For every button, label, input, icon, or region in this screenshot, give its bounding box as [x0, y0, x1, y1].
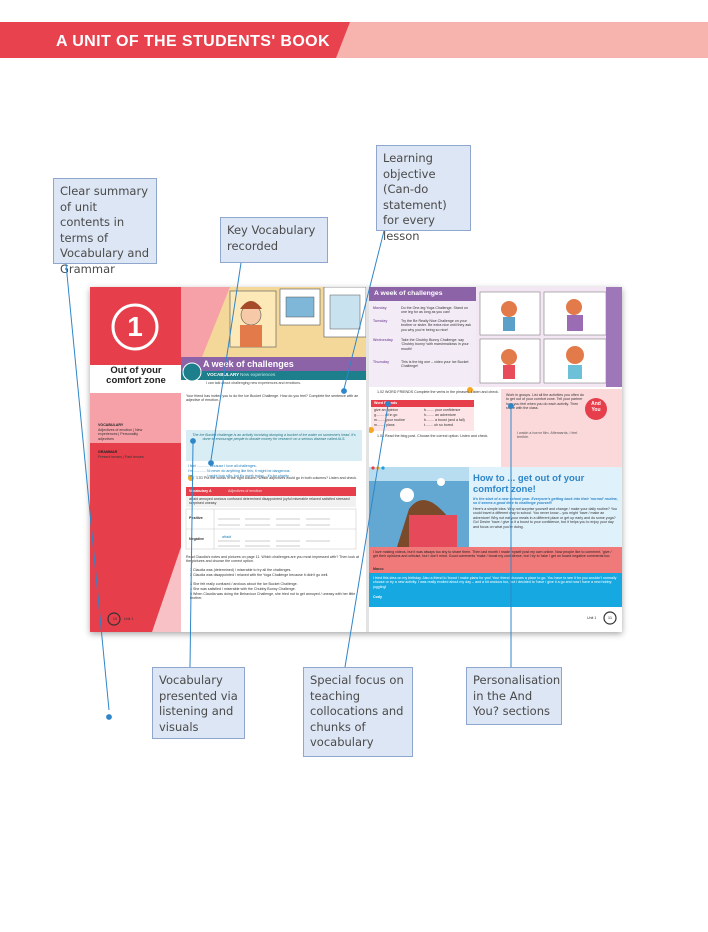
callout-personalisation: Personalisation in the And You? sections: [466, 667, 562, 725]
header-banner: A UNIT OF THE STUDENTS' BOOK: [0, 0, 708, 68]
exercise-1: Your friend has invited you to do the Ic…: [186, 394, 359, 403]
vocab-box-subheading: Adjectives of emotion: [228, 489, 263, 493]
word-friends-item-6: b........ a boost (and a fall): [424, 418, 465, 422]
week-day-2: Tuesday: [373, 319, 388, 323]
exercise-3-item-4: 4 She was satisfied / miserable with the…: [190, 587, 296, 591]
exercise-3: Read Claudia's notes and pictures on pag…: [186, 555, 359, 564]
callout-key-vocabulary: Key Vocabulary recorded: [220, 217, 328, 263]
page-number-left: 10: [112, 616, 118, 621]
week-text-3: Take the Chubby Bunny Challenge: say 'Ch…: [401, 338, 469, 351]
word-friends-item-8: t........ oh so bored: [424, 423, 453, 427]
exercise-1-line-1: I feel ............ because I love all c…: [188, 464, 257, 468]
vocab-box-words: afraid annoyed anxious confused determin…: [189, 497, 350, 506]
week-text-4: This is the big one – video your Ice Buc…: [401, 360, 469, 369]
callout-collocations: Special focus on teaching collocations a…: [303, 667, 413, 757]
exercise-3-item-1: 1 Claudia was (determined) / miserable t…: [190, 568, 292, 572]
blog-body: Here's a simple idea. Why not surprise y…: [473, 507, 617, 529]
exercise-4: 1.02 WORD FRIENDS Complete the verbs in …: [377, 390, 499, 394]
word-friends-item-1: give an opinion: [374, 408, 399, 412]
negative-example: afraid: [222, 535, 231, 539]
footer-left: Unit 1: [124, 617, 134, 621]
exercise-5: 1.03 Read the blog post. Choose the corr…: [377, 434, 489, 438]
book-spread: 1 Out of your comfort zone VOCABULARY Ad…: [90, 287, 622, 632]
unit-vocab-items: Adjectives of emotion | New experiences …: [98, 428, 143, 441]
blog-intro: It's the start of a new school year. Eve…: [473, 497, 618, 506]
callout-learning-objective: Learning objective (Can-do statement) fo…: [376, 145, 471, 243]
word-friends-item-3: g........ oil in go: [374, 413, 398, 417]
lesson-objective: I can talk about challenging new experie…: [206, 381, 302, 385]
unit-grammar-heading: GRAMMAR: [98, 450, 118, 454]
week-text-2: Try the Be Really Nice Challenge on your…: [401, 319, 471, 332]
week-day-1: Monday: [373, 306, 387, 310]
blog-title: How to ... get out of your comfort zone!: [473, 473, 585, 495]
callout-unit-summary: Clear summary of unit contents in terms …: [53, 178, 157, 276]
week-text-1: Do the One-leg Yoga Challenge. Stand on …: [401, 306, 468, 315]
exercise-2: 1.01 Put the words in the right column. …: [196, 476, 358, 480]
left-page-art: [90, 287, 366, 632]
lesson-tag: VOCABULARY: [207, 372, 240, 377]
blog-comment-2-author: Cody: [373, 595, 382, 599]
blog-comment-1: I love making videos, but it was always …: [373, 550, 612, 559]
left-page: 1 Out of your comfort zone VOCABULARY Ad…: [90, 287, 366, 632]
exercise-3-item-5: 5 When Claudia was doing the Behaviour C…: [190, 592, 356, 601]
word-friends-item-4: h........ an adventure: [424, 413, 456, 417]
footer-right: Unit 1: [587, 616, 597, 620]
positive-label: Positive: [189, 516, 203, 520]
banner-shape: [0, 22, 708, 58]
lesson-tag-topic: New experiences: [240, 372, 276, 377]
right-page-art: [369, 287, 622, 632]
negative-label: Negative: [189, 537, 204, 541]
week-day-3: Wednesday: [373, 338, 393, 342]
right-page: A week of challenges Monday Do the One-l…: [369, 287, 622, 632]
exercise-1-line-2: I'm ............ I'd never do anything l…: [188, 469, 291, 473]
page-gutter: [366, 287, 369, 632]
page-number-right: 11: [607, 615, 613, 620]
word-friends-item-2: b........ your confidence: [424, 408, 461, 412]
exercise-1-line-3: I'm ............ I might look silly, but…: [188, 474, 290, 478]
unit-title: Out of your comfort zone: [106, 365, 166, 386]
word-friends-item-5: m........ your routine: [374, 418, 405, 422]
week-day-4: Thursday: [373, 360, 390, 364]
and-you-badge: And You: [591, 401, 601, 413]
blog-comment-2: I tried this idea on my birthday. Also a…: [373, 576, 617, 589]
lesson-title: A week of challenges: [203, 359, 294, 369]
unit-grammar-items: Present tenses | Past tenses: [98, 455, 144, 459]
vocab-box-heading: Vocabulary A: [189, 489, 212, 493]
exercise-3-item-2: 2 Claudia was disappointed / relaxed wit…: [190, 573, 329, 577]
callout-vocab-presentation: Vocabulary presented via listening and v…: [152, 667, 245, 739]
unit-number: 1: [127, 311, 143, 342]
week-title: A week of challenges: [374, 290, 443, 297]
banner-title: A UNIT OF THE STUDENTS' BOOK: [56, 33, 330, 50]
blog-comment-1-author: Marco: [373, 567, 384, 571]
unit-vocab-heading: VOCABULARY: [98, 423, 124, 427]
exercise-6: Work in groups. List all the activities …: [506, 393, 584, 411]
exercise-1-quote: The Ice Bucket challenge is an activity …: [192, 433, 356, 442]
exercise-3-item-3: 3 She felt really confused / anxious abo…: [190, 582, 298, 586]
exercise-6-example: I watch a horror film. Afterwards, I fee…: [517, 431, 578, 440]
